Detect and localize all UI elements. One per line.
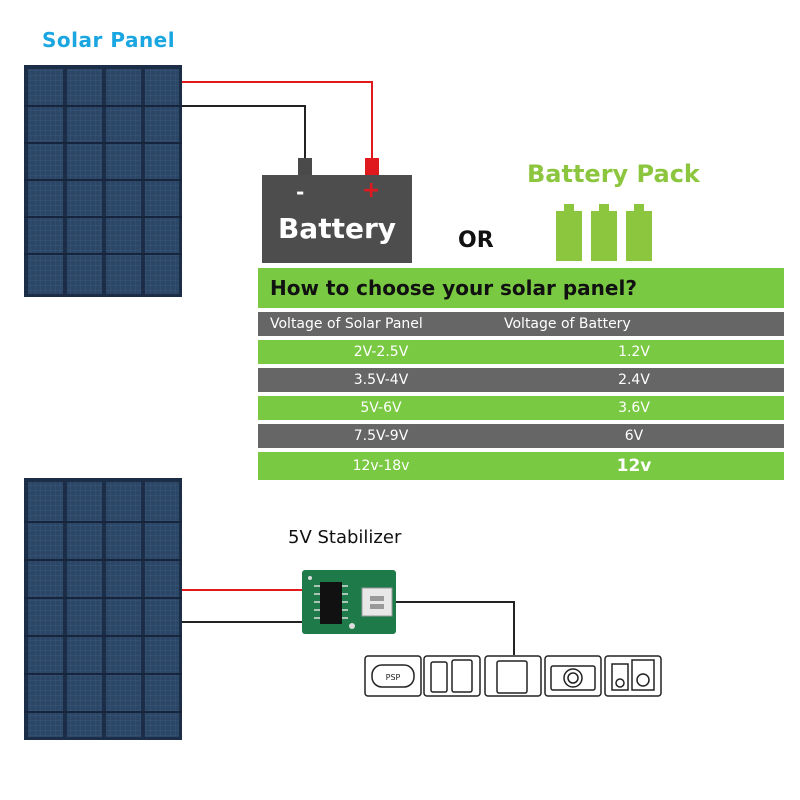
battery-voltage-cell: 6V [624,428,644,444]
battery-pack-title: Battery Pack [527,160,700,188]
solar-voltage-cell: 2V-2.5V [353,344,409,360]
voltage-table: How to choose your solar panel? Voltage … [258,268,784,480]
table-row: 12v-18v 12v [258,452,784,480]
table-row: 3.5V-4V 2.4V [258,368,784,392]
solar-voltage-cell: 12v-18v [352,458,410,474]
table-row: 7.5V-9V 6V [258,424,784,448]
battery-voltage-cell: 12v [616,456,652,476]
battery-positive-sign: + [362,178,381,203]
header-battery-voltage: Voltage of Battery [504,316,631,332]
table-header-row: Voltage of Solar Panel Voltage of Batter… [258,312,784,336]
table-row: 5V-6V 3.6V [258,396,784,420]
header-solar-voltage: Voltage of Solar Panel [270,316,423,332]
or-label: OR [458,228,494,253]
stabilizer-board [302,570,396,634]
battery-voltage-cell: 3.6V [618,400,650,416]
solar-panel-bottom [24,478,182,740]
solar-panel-top [24,65,182,297]
table-row: 2V-2.5V 1.2V [258,340,784,364]
phone-icon [423,655,481,697]
wire-positive [182,81,373,160]
media-player-icon [604,655,662,697]
stabilizer-label: 5V Stabilizer [288,527,402,548]
wire-output [396,601,515,655]
battery-negative-sign: - [296,180,305,204]
solar-voltage-cell: 5V-6V [360,400,402,416]
solar-voltage-cell: 7.5V-9V [353,428,409,444]
solar-voltage-cell: 3.5V-4V [353,372,409,388]
battery-voltage-cell: 2.4V [618,372,650,388]
table-title: How to choose your solar panel? [258,268,784,308]
solar-panel-title: Solar Panel [42,28,176,52]
battery-illustration [262,158,412,263]
battery-voltage-cell: 1.2V [618,344,650,360]
camera-icon [544,655,602,697]
tablet-icon [484,655,542,697]
wire-negative [182,105,306,160]
battery-label: Battery [277,212,397,245]
svg-text:PSP: PSP [386,673,401,682]
psp-icon: PSP [364,655,422,697]
device-icons: PSP [364,655,662,697]
battery-pack-icon [556,204,652,261]
